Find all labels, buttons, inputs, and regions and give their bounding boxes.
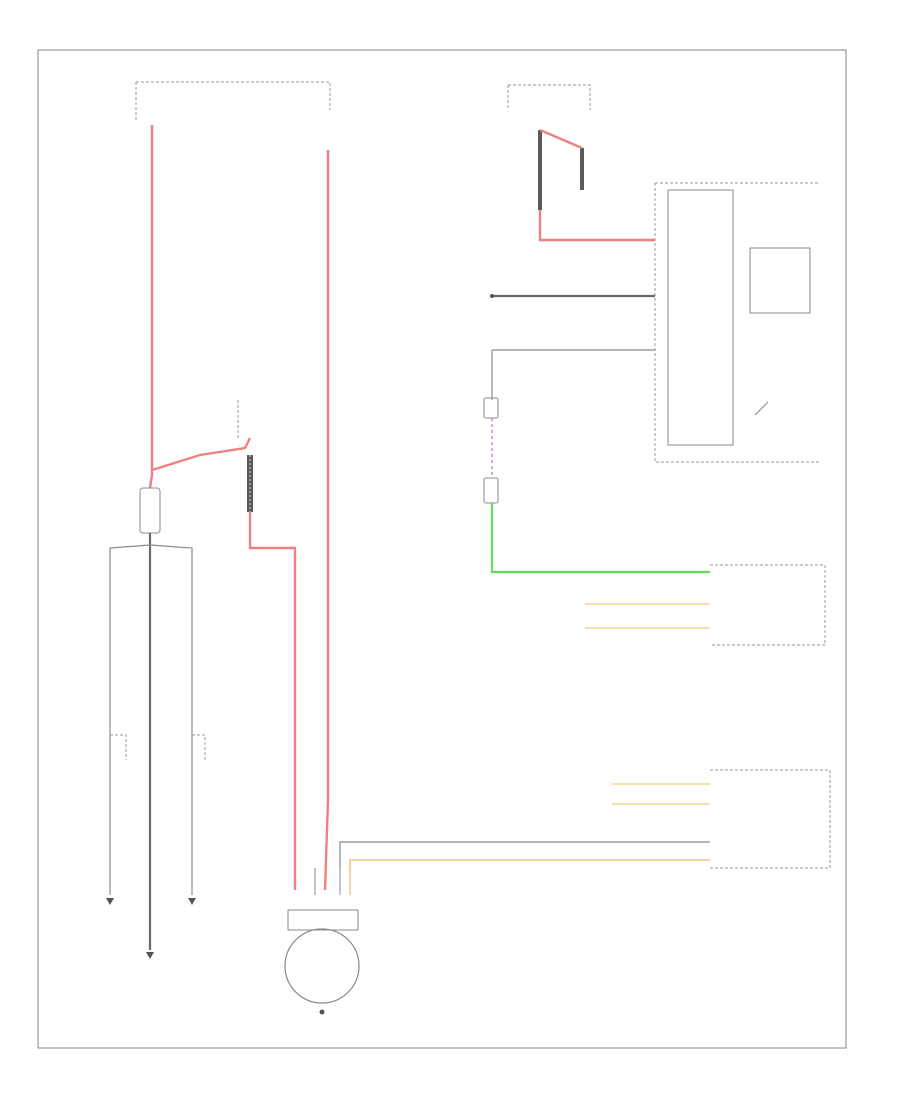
wire-red-main: [148, 125, 154, 489]
power-source-left: [135, 81, 331, 120]
ground-g101: [146, 952, 154, 959]
battery-ground-right: [149, 544, 193, 895]
body-control-module: [710, 564, 826, 646]
ground-g100: [106, 898, 114, 905]
connector-lower: [483, 477, 499, 504]
engine-control-module: [710, 769, 831, 869]
generator: [284, 868, 360, 1015]
wire-green: [490, 503, 710, 574]
ground-g102: [188, 898, 196, 905]
power-source-right: [507, 84, 591, 110]
battery: [139, 487, 161, 534]
fusible-link: [237, 400, 253, 512]
connector-upper: [483, 397, 499, 419]
wire-generator-orange: [349, 859, 710, 870]
instrument-panel-cluster: [654, 182, 820, 463]
wire-red-fusible-link: [151, 437, 252, 472]
wire-red-fusible-out: [248, 505, 297, 890]
wire-generator-gray: [339, 841, 710, 870]
battery-ground-left: [109, 544, 151, 895]
wire-red-generator-feed: [323, 150, 330, 891]
wire-red-ipc-feed: [538, 130, 655, 242]
diagram-frame: [37, 49, 847, 1049]
